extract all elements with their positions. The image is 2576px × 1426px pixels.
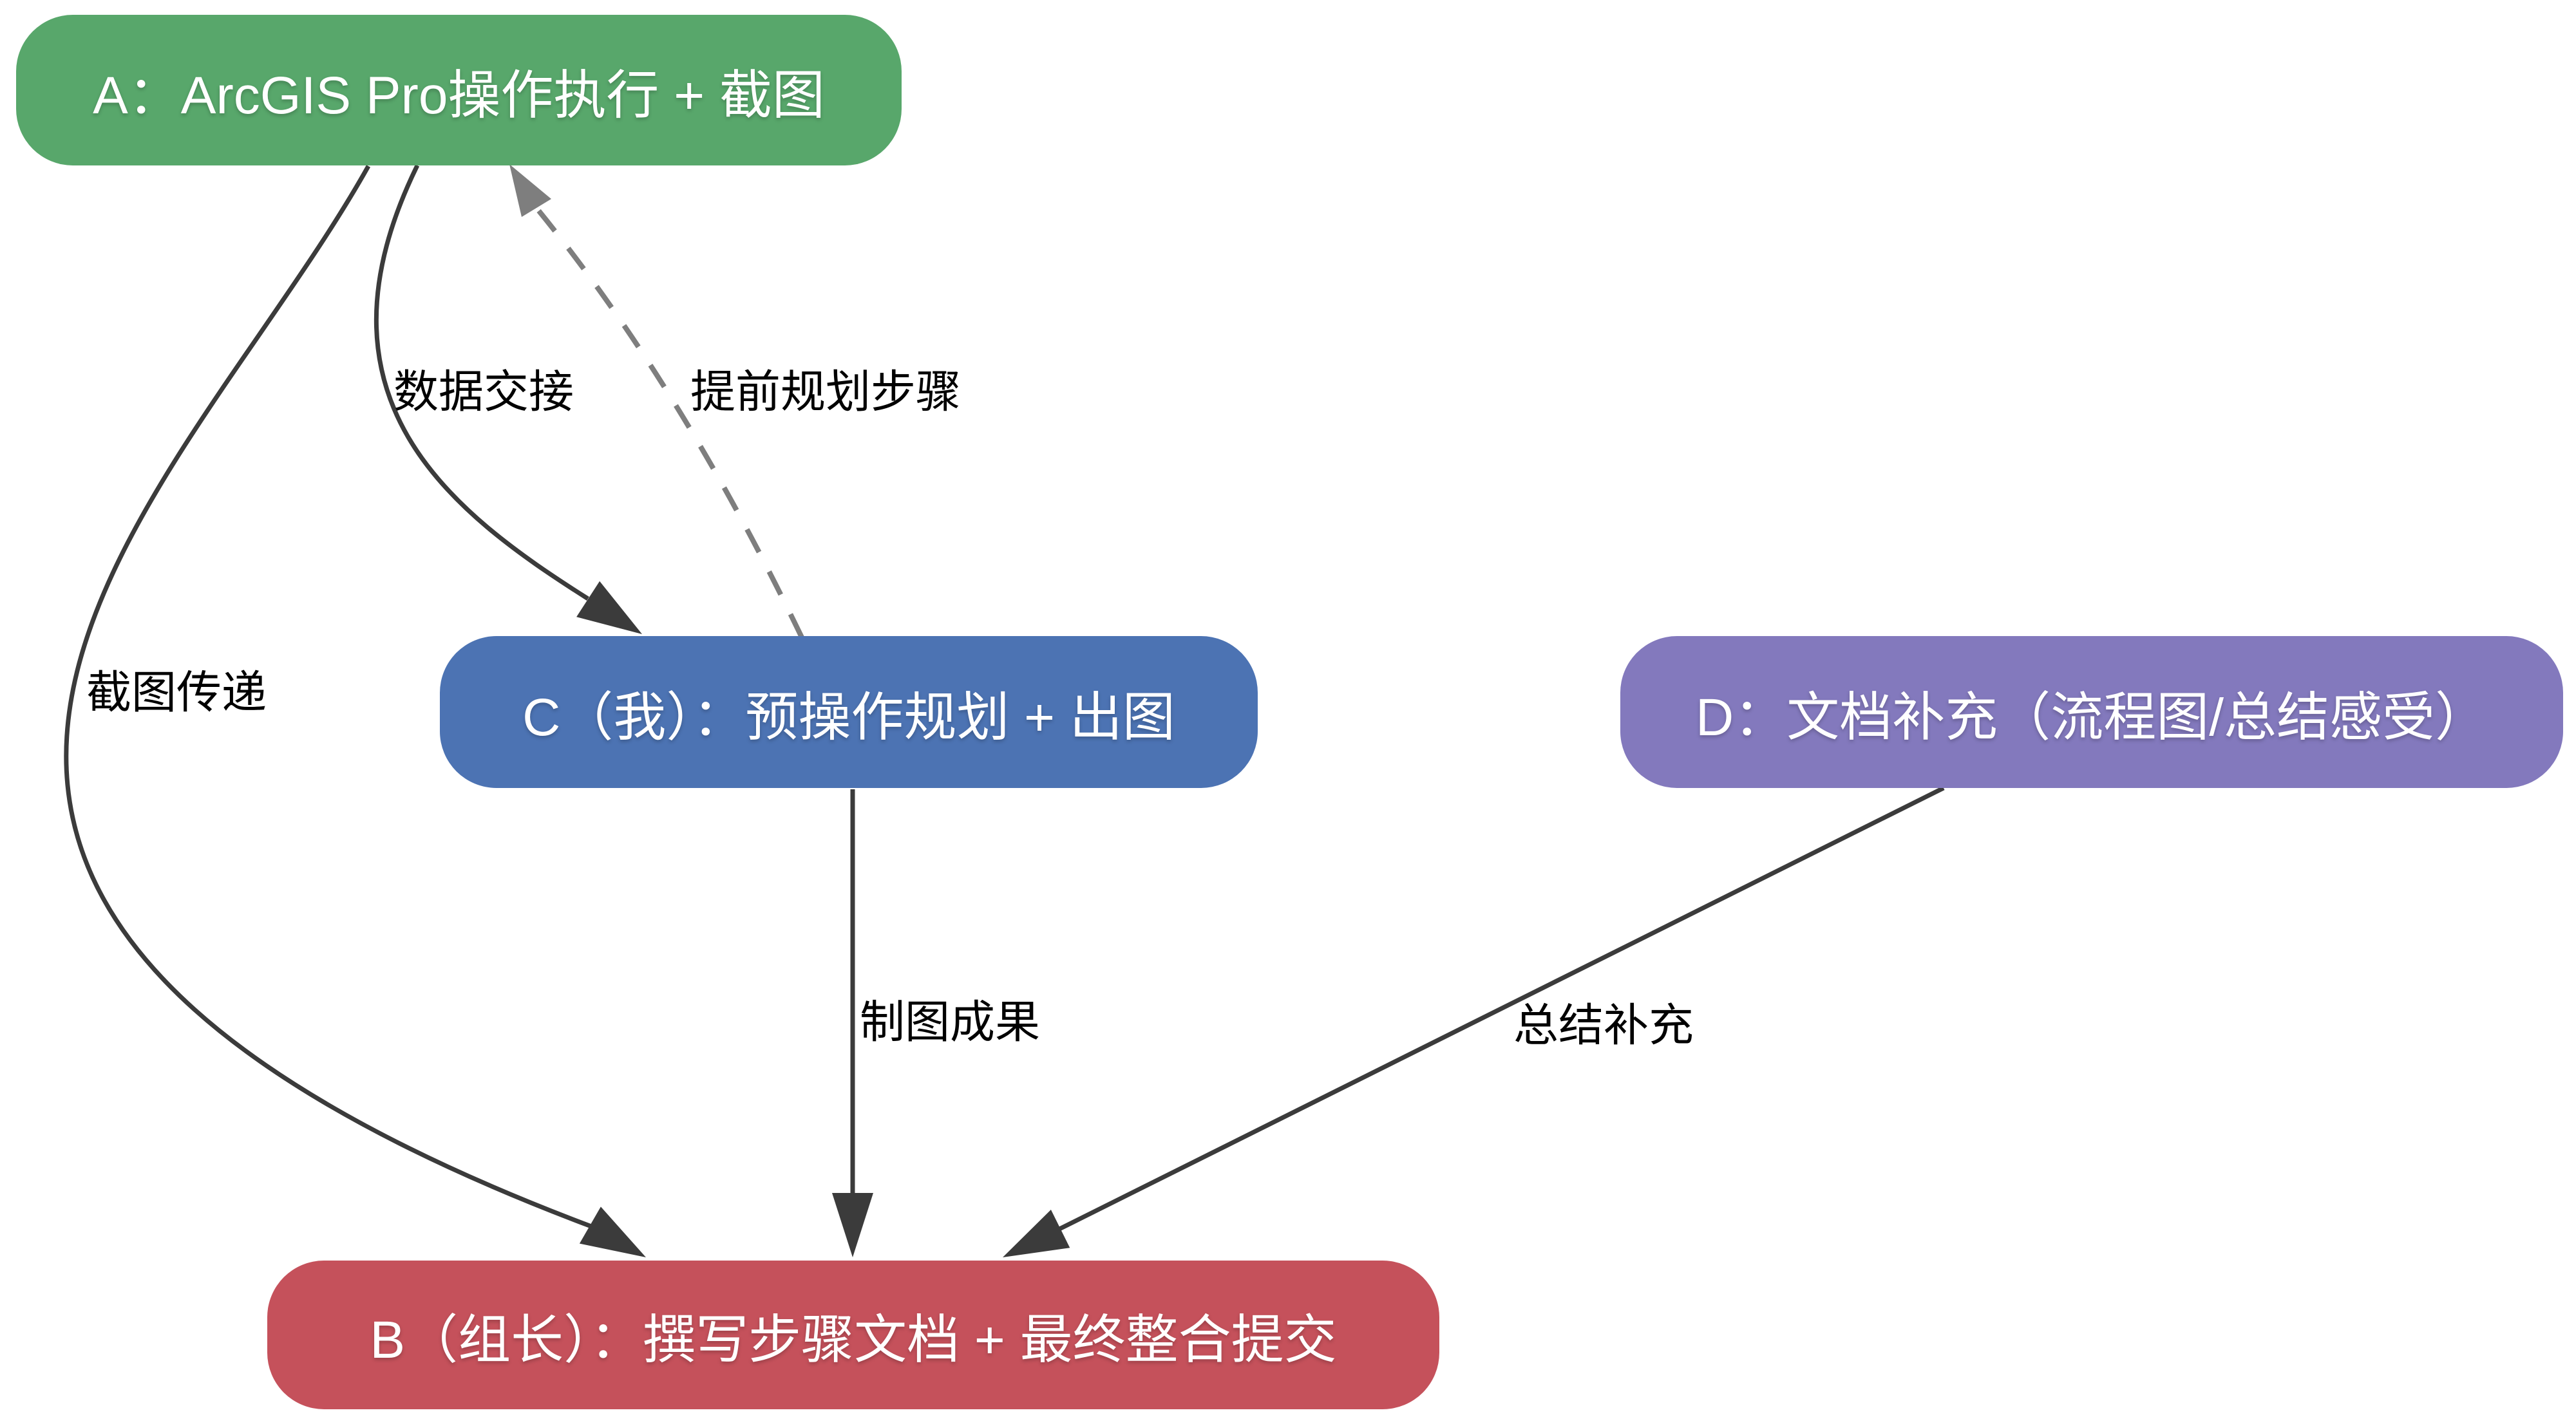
arrowhead-c-to-a [509,164,551,217]
node-a: A：ArcGIS Pro操作执行 + 截图 [16,15,902,165]
node-c-label: C（我）：预操作规划 + 出图 [522,688,1175,747]
arrowhead-a-to-c [576,581,642,634]
arrowhead-d-to-b [1003,1210,1070,1257]
edge-label-a-to-b: 截图传递 [86,667,267,718]
edge-label-a-to-c: 数据交接 [393,366,574,417]
node-d: D：文档补充（流程图/总结感受） [1620,636,2563,788]
node-a-label: A：ArcGIS Pro操作执行 + 截图 [93,66,825,125]
edge-label-c-to-a: 提前规划步骤 [690,366,961,417]
arrowhead-a-to-b [579,1206,646,1257]
edge-d-to-b [1058,785,1945,1232]
edge-a-to-c [374,164,589,601]
node-c: C（我）：预操作规划 + 出图 [440,636,1258,788]
node-b-label: B（组长）：撰写步骤文档 + 最终整合提交 [370,1311,1337,1369]
node-d-label: D：文档补充（流程图/总结感受） [1695,688,2488,747]
edge-label-d-to-b: 总结补充 [1513,1000,1694,1051]
edge-label-c-to-b: 制图成果 [860,997,1040,1047]
edge-c-to-a [534,206,804,639]
edge-a-to-b [64,165,594,1230]
node-b: B（组长）：撰写步骤文档 + 最终整合提交 [267,1261,1439,1409]
arrowhead-c-to-b [832,1193,873,1257]
